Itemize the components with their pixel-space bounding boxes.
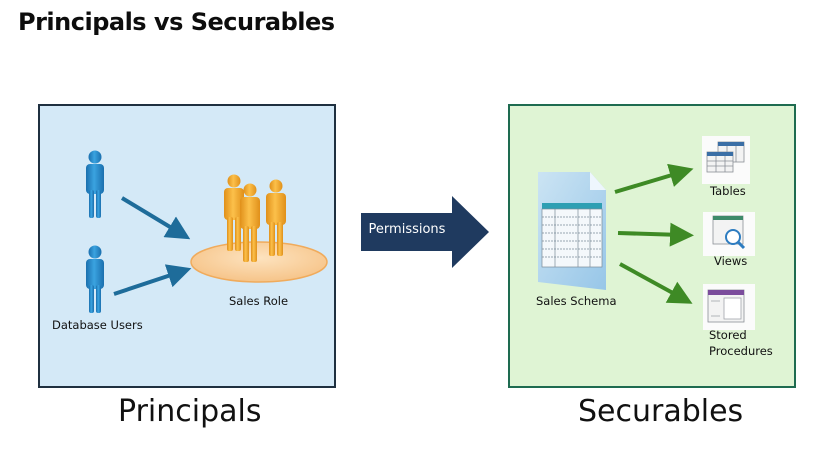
sales-schema-label: Sales Schema [536,294,617,308]
user-to-role-arrow [113,264,192,296]
database-users-label: Database Users [52,318,143,332]
views-label: Views [714,254,748,268]
procedures-label: Procedures [709,344,773,358]
tables-label: Tables [710,184,746,198]
permissions-arrow [361,196,489,268]
views-icon [703,212,755,256]
stored-label: Stored [709,328,747,342]
schema-to-views-arrow [617,222,694,247]
user-icon [86,245,104,313]
role-group-icon [190,174,328,283]
permissions-label: Permissions [368,222,446,237]
user-to-role-arrow [120,196,191,240]
tables-icon [702,136,750,184]
securables-caption: Securables [578,394,744,429]
principals-caption: Principals [118,394,262,429]
user-icon [86,150,104,218]
page-title: Principals vs Securables [18,8,335,36]
schema-to-tables-arrow [614,163,694,194]
sales-role-label: Sales Role [229,294,289,308]
stored-procedures-icon [703,284,755,330]
schema-to-procedures-arrow [619,262,693,304]
schema-document-icon [538,172,606,290]
